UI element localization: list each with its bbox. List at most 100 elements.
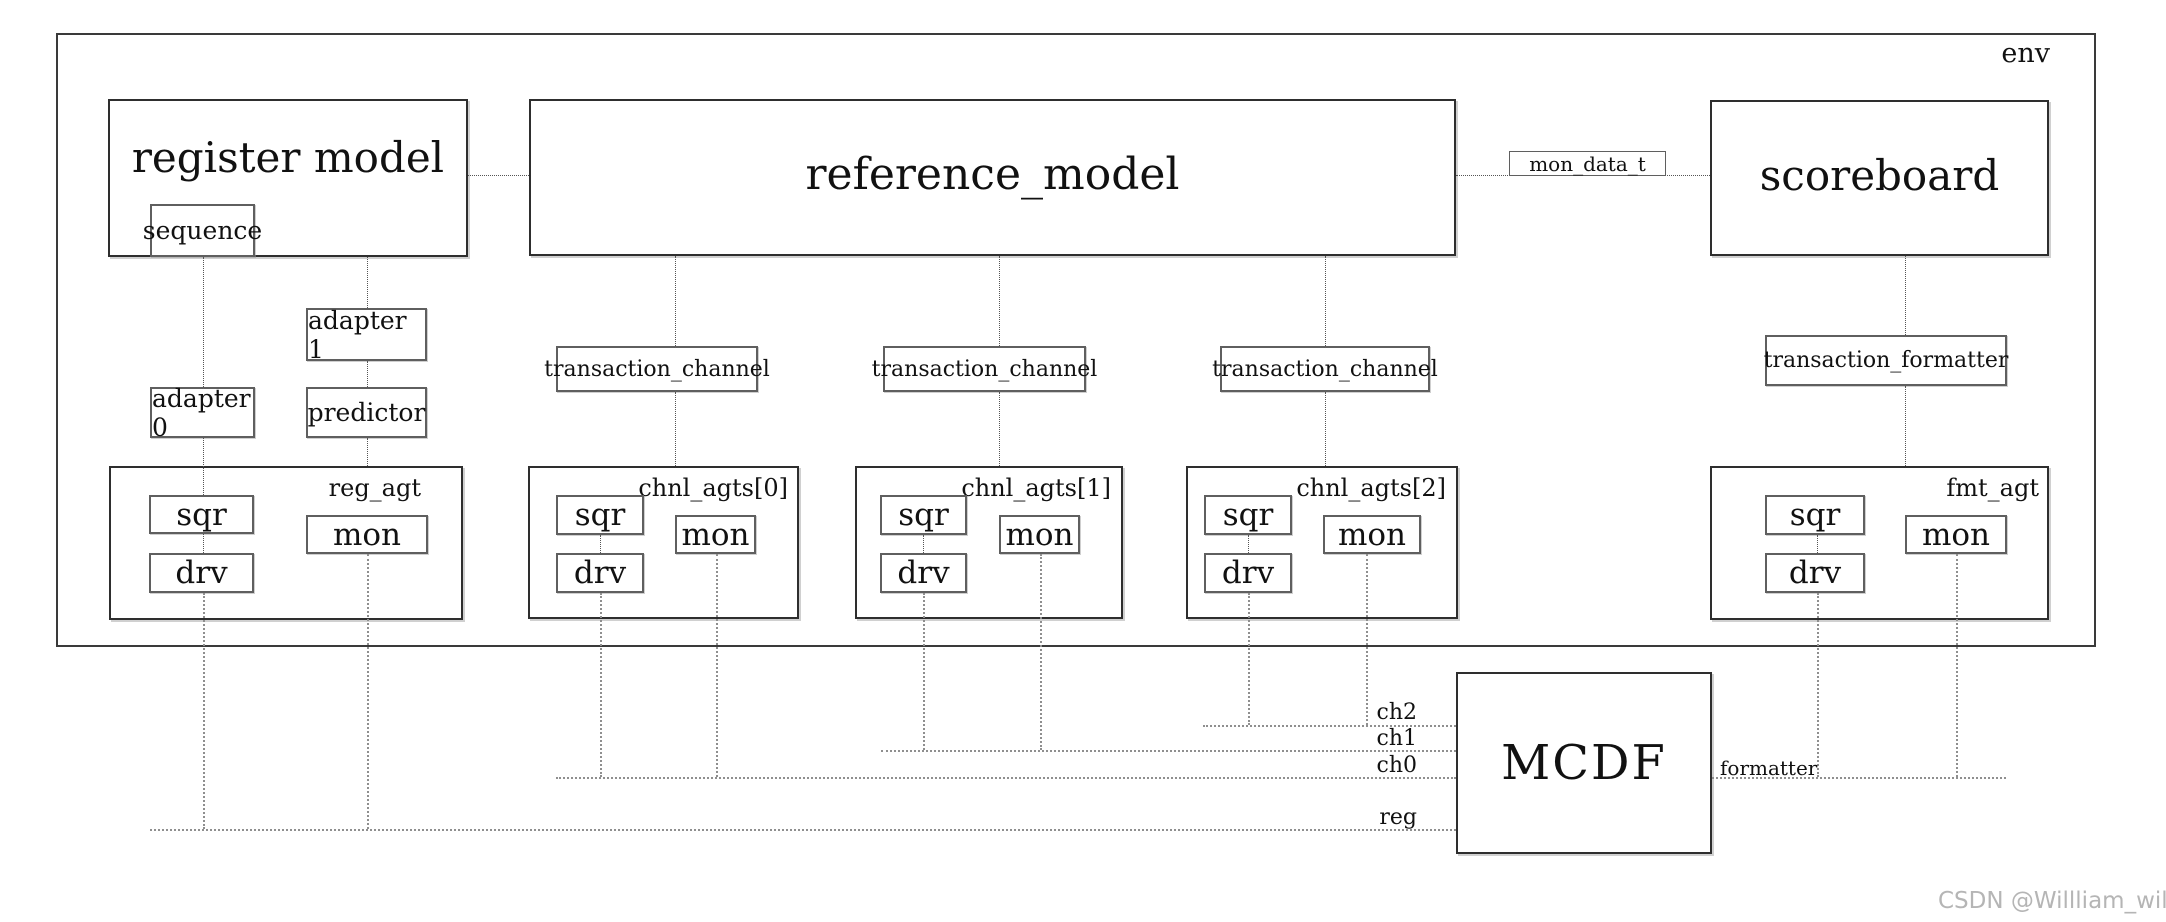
- connector-line: [203, 438, 204, 495]
- connector-line: [1040, 554, 1042, 750]
- connector-line: [1956, 554, 1958, 777]
- connector-line: [600, 593, 602, 777]
- connector-line: [1905, 386, 1906, 466]
- adapter-1-box: adapter 1: [306, 305, 427, 364]
- formatter-line: [1712, 777, 2006, 779]
- connector-line: [367, 438, 368, 466]
- connector-line: [923, 593, 925, 750]
- chnl-agts-1-mon-box: mon: [999, 515, 1080, 554]
- transaction-channel-1-label: transaction_channel: [871, 356, 1098, 382]
- connector-line: [999, 256, 1000, 346]
- sequence-box: sequence: [143, 204, 262, 257]
- reg-agt-label: reg_agt: [328, 474, 421, 502]
- fmt-agt-drv-box: drv: [1765, 553, 1865, 593]
- connector-line: [203, 593, 205, 829]
- chnl-agts-1-label: chnl_agts[1]: [961, 474, 1111, 502]
- chnl-agts-2-drv-box: drv: [1204, 553, 1292, 593]
- sqr-label: sqr: [1222, 497, 1274, 533]
- connector-line: [1248, 535, 1249, 553]
- drv-label: drv: [1788, 555, 1842, 591]
- mon-label: mon: [681, 516, 750, 553]
- connector-line: [367, 257, 368, 308]
- adapter-1-label: adapter 1: [308, 305, 407, 364]
- register-model-title: register model: [131, 133, 445, 182]
- connector-line: [1325, 392, 1326, 466]
- connector-line: [675, 392, 676, 466]
- chnl-agts-1-drv-box: drv: [880, 553, 967, 593]
- chnl-agts-2-box: chnl_agts[2] sqr drv mon: [1186, 466, 1458, 619]
- drv-label: drv: [175, 555, 228, 591]
- sqr-label: sqr: [1789, 497, 1841, 533]
- reg-agt-mon-box: mon: [306, 515, 428, 554]
- drv-label: drv: [1221, 555, 1275, 591]
- connector-line: [1366, 554, 1368, 725]
- connector-line: [1817, 593, 1819, 777]
- scoreboard-box: scoreboard: [1710, 100, 2049, 256]
- port-label-reg: reg: [1379, 805, 1417, 830]
- connector-line: [203, 257, 204, 387]
- reg-agt-box: reg_agt sqr drv mon: [109, 466, 463, 620]
- ch1-line: [881, 750, 1456, 752]
- transaction-channel-0-box: transaction_channel: [544, 346, 770, 392]
- chnl-agts-2-mon-box: mon: [1323, 515, 1421, 554]
- transaction-channel-2-label: transaction_channel: [1212, 356, 1438, 382]
- reference-model-title: reference_model: [805, 149, 1180, 200]
- chnl-agts-2-label: chnl_agts[2]: [1296, 474, 1446, 502]
- transaction-channel-0-label: transaction_channel: [544, 356, 770, 382]
- transaction-channel-2-box: transaction_channel: [1212, 346, 1438, 392]
- drv-label: drv: [897, 555, 950, 591]
- chnl-agts-0-drv-box: drv: [556, 553, 644, 593]
- chnl-agts-1-sqr-box: sqr: [880, 495, 967, 535]
- fmt-agt-sqr-box: sqr: [1765, 495, 1865, 535]
- adapter-0-label: adapter 0: [152, 383, 251, 442]
- reg-agt-drv-box: drv: [149, 553, 254, 593]
- chnl-agts-0-box: chnl_agts[0] sqr drv mon: [528, 466, 799, 619]
- chnl-agts-2-sqr-box: sqr: [1204, 495, 1292, 535]
- fmt-agt-box: fmt_agt sqr drv mon: [1710, 466, 2049, 620]
- port-label-ch1: ch1: [1376, 726, 1418, 751]
- mon-data-t-label: mon_data_t: [1529, 151, 1646, 176]
- ch0-line: [556, 777, 1456, 779]
- chnl-agts-0-mon-box: mon: [675, 515, 756, 554]
- connector-line: [367, 554, 369, 829]
- env-box: [56, 33, 2096, 647]
- connector-line: [203, 534, 204, 553]
- predictor-box: predictor: [306, 387, 427, 438]
- mon-label: mon: [1921, 516, 1991, 553]
- predictor-label: predictor: [307, 398, 426, 427]
- mon-label: mon: [332, 516, 402, 553]
- chnl-agts-0-label: chnl_agts[0]: [638, 474, 788, 502]
- chnl-agts-1-box: chnl_agts[1] sqr drv mon: [855, 466, 1123, 619]
- mon-data-t-box: mon_data_t: [1509, 151, 1666, 176]
- connector-line: [675, 256, 676, 346]
- port-label-ch0: ch0: [1376, 753, 1418, 778]
- port-label-formatter: formatter: [1720, 756, 1818, 780]
- sqr-label: sqr: [898, 497, 949, 533]
- adapter-0-box: adapter 0: [150, 384, 255, 442]
- connector-register-reference: [468, 175, 529, 176]
- port-label-ch2: ch2: [1376, 700, 1418, 725]
- mon-label: mon: [1337, 516, 1407, 553]
- reference-model-box: reference_model: [529, 99, 1456, 256]
- connector-line: [600, 535, 601, 553]
- connector-line: [1817, 535, 1818, 553]
- fmt-agt-mon-box: mon: [1905, 515, 2007, 554]
- drv-label: drv: [573, 555, 627, 591]
- transaction-formatter-box: transaction_formatter: [1763, 335, 2009, 386]
- connector-line: [923, 535, 924, 553]
- connector-line: [716, 554, 718, 777]
- fmt-agt-label: fmt_agt: [1946, 474, 2039, 502]
- mcdf-box: MCDF: [1456, 672, 1712, 854]
- env-label: env: [2001, 38, 2050, 69]
- sqr-label: sqr: [176, 496, 227, 533]
- sequence-label: sequence: [142, 216, 263, 245]
- connector-line: [367, 361, 368, 387]
- reg-line: [150, 829, 1456, 831]
- mon-label: mon: [1005, 516, 1074, 553]
- scoreboard-title: scoreboard: [1759, 151, 2000, 200]
- chnl-agts-0-sqr-box: sqr: [556, 495, 644, 535]
- reg-agt-sqr-box: sqr: [149, 495, 254, 534]
- connector-line: [999, 392, 1000, 466]
- transaction-formatter-label: transaction_formatter: [1763, 348, 2009, 373]
